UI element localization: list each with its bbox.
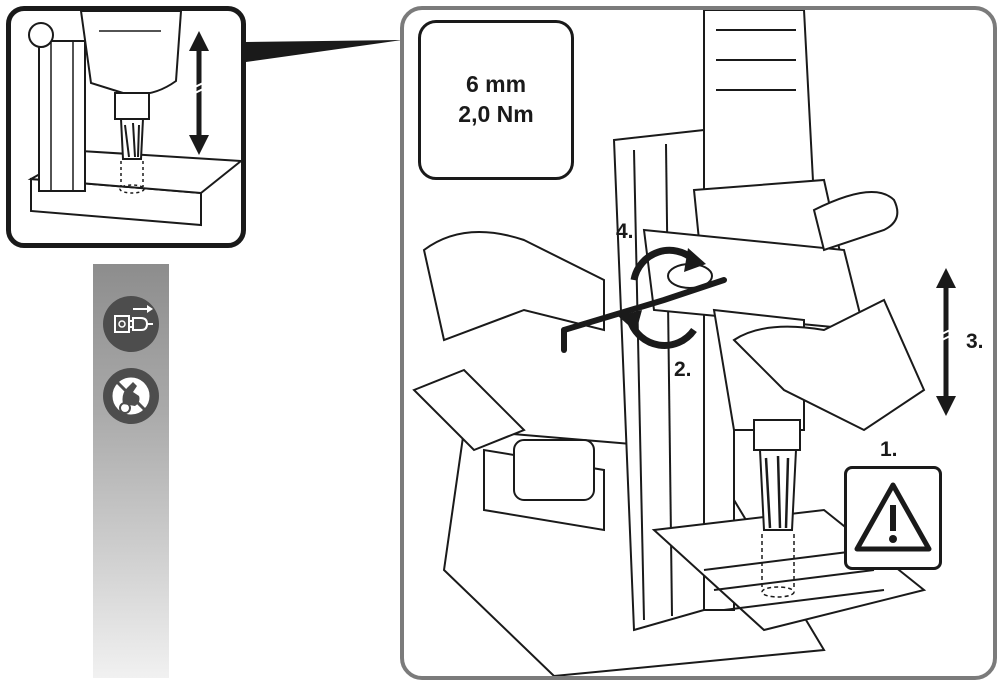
inset-drill-illustration [27, 11, 241, 227]
double-arrow-up-down-icon [189, 31, 209, 155]
no-gloves-icon [103, 368, 159, 424]
torque-spec-box: 6 mm 2,0 Nm [418, 20, 574, 180]
rotation-arrows-icon [618, 246, 706, 349]
step-3-label: 3. [966, 330, 984, 353]
step-1-label: 1. [880, 438, 898, 461]
double-arrow-up-down-icon [936, 268, 956, 416]
detail-inset-panel [6, 6, 246, 248]
warning-sign [844, 466, 942, 570]
unplug-mains-icon [103, 296, 159, 352]
spec-torque: 2,0 Nm [458, 101, 534, 127]
main-illustration-panel: 6 mm 2,0 Nm 4. 2. 3. 1. [400, 6, 997, 680]
warning-triangle-icon [854, 482, 932, 552]
safety-icon-strip [93, 264, 169, 678]
step-2-label: 2. [674, 358, 692, 381]
spec-size: 6 mm [465, 71, 527, 97]
main-drill-illustration [412, 10, 956, 676]
step-4-label: 4. [616, 220, 634, 243]
